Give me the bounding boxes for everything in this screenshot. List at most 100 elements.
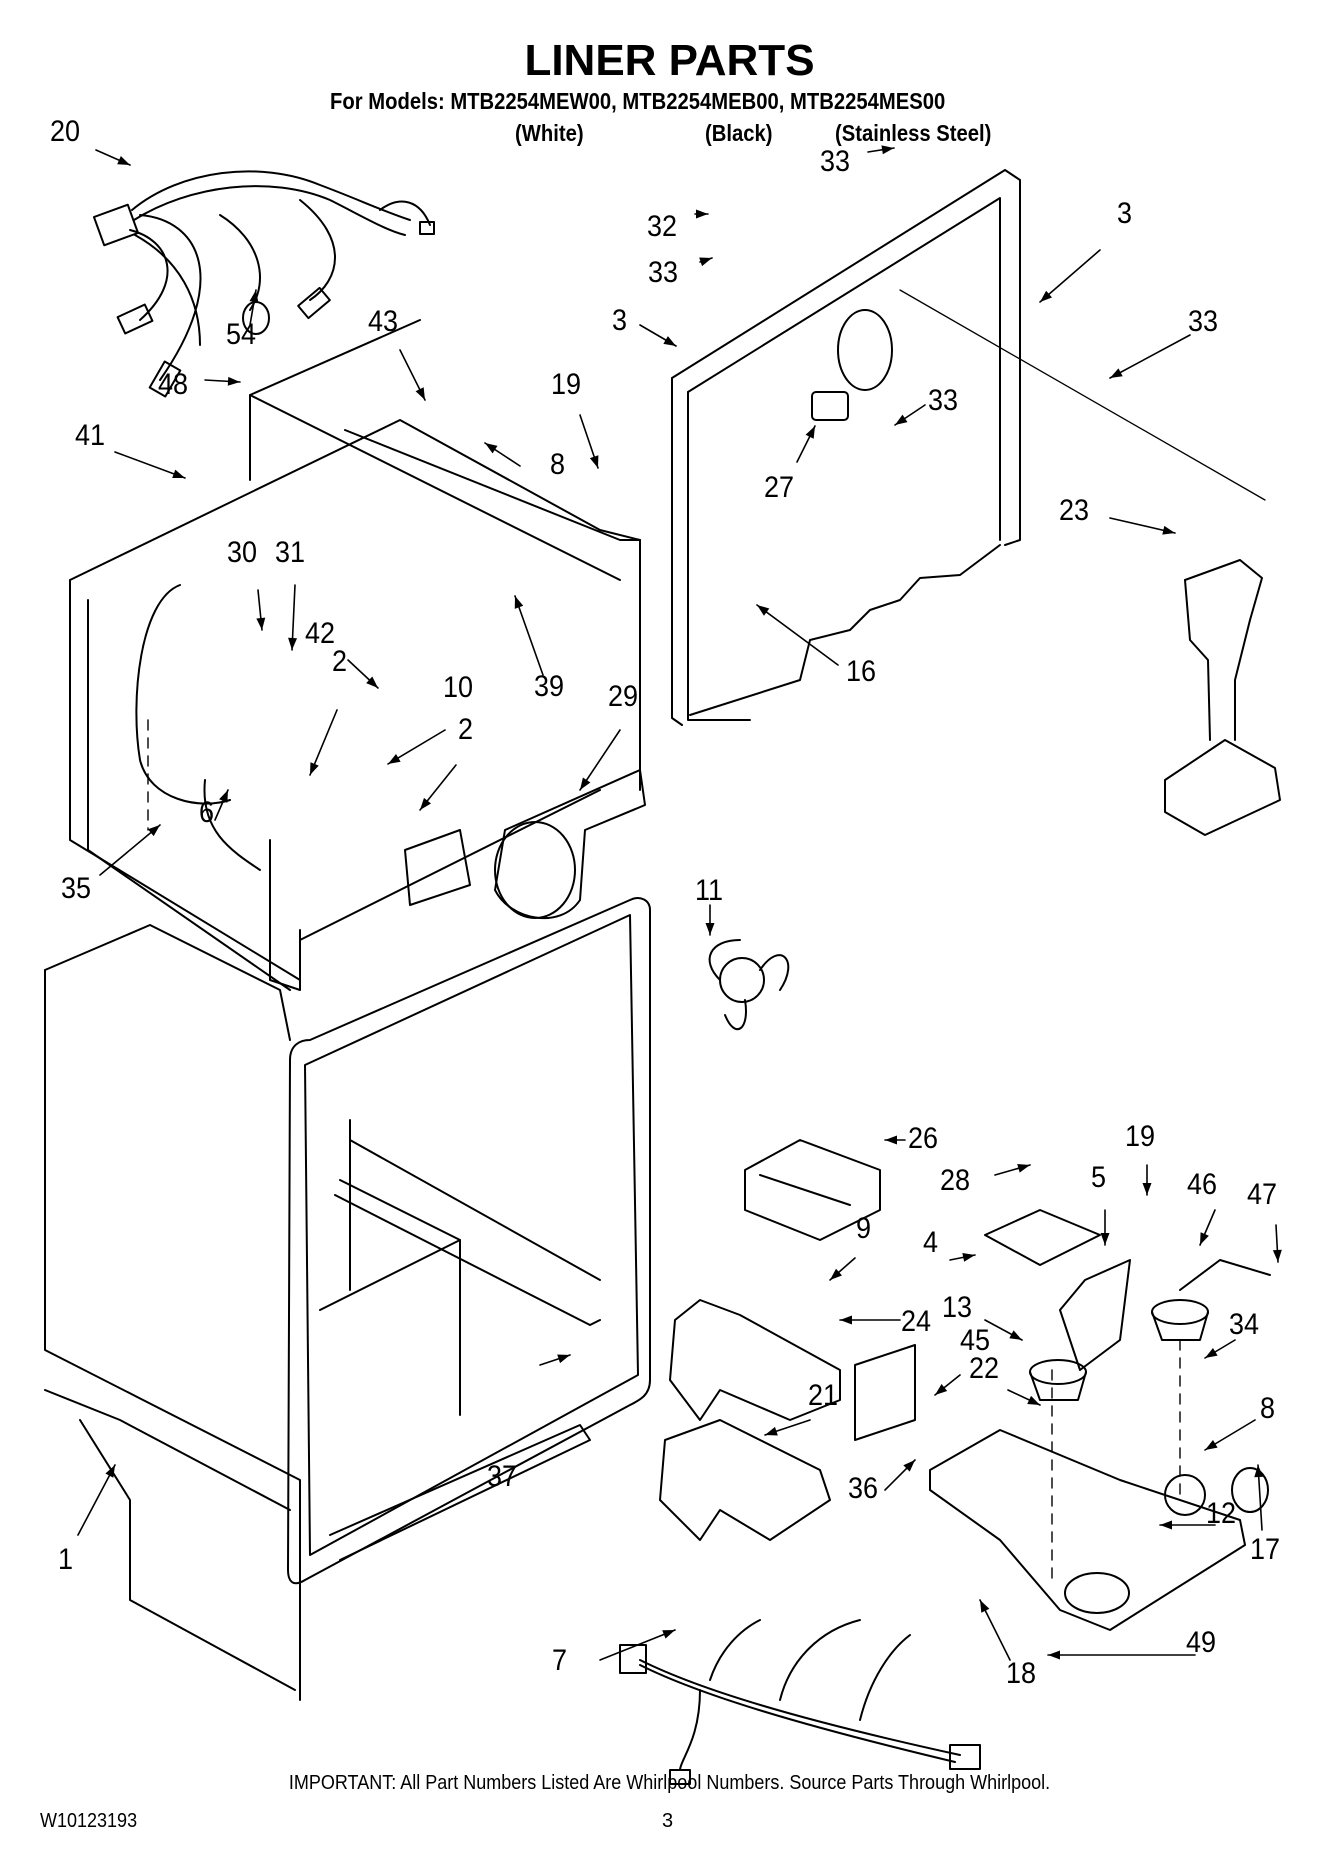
arrowhead [227, 376, 240, 386]
callout-3-left[interactable]: 3 [612, 304, 628, 337]
arrowhead [1040, 290, 1053, 302]
callout-47[interactable]: 47 [1247, 1178, 1278, 1211]
leader-line [77, 1464, 116, 1536]
callout-45[interactable]: 45 [960, 1324, 991, 1357]
page-title: LINER PARTS [524, 36, 815, 85]
arrowhead [1205, 1347, 1218, 1358]
callout-54[interactable]: 54 [226, 318, 257, 351]
arrowhead [415, 387, 425, 400]
arrowhead [147, 825, 160, 837]
callout-33-top[interactable]: 33 [820, 145, 851, 178]
cups-drawing [1029, 1299, 1209, 1401]
leader-arrows [77, 145, 1282, 1661]
callout-29[interactable]: 29 [608, 680, 639, 713]
callout-32[interactable]: 32 [647, 210, 678, 243]
callout-11[interactable]: 11 [695, 874, 724, 907]
arrowhead [840, 1315, 852, 1325]
variant-stainless: (Stainless Steel) [835, 120, 992, 146]
callout-3-right[interactable]: 3 [1117, 197, 1133, 230]
callout-41[interactable]: 41 [75, 419, 106, 452]
leader-line [99, 824, 161, 876]
document-number: W10123193 [40, 1810, 138, 1832]
control-panel-drawing [744, 1139, 881, 1241]
arrowhead [1200, 1232, 1209, 1245]
callout-2-b[interactable]: 2 [458, 713, 474, 746]
callout-10[interactable]: 10 [443, 671, 474, 704]
callout-42[interactable]: 42 [305, 617, 336, 650]
arrowhead [1100, 1233, 1110, 1245]
arrowhead [514, 596, 524, 609]
callout-27[interactable]: 27 [764, 471, 795, 504]
callout-28[interactable]: 28 [940, 1164, 971, 1197]
arrowhead [765, 1426, 778, 1436]
arrowhead [1017, 1163, 1030, 1173]
callout-43[interactable]: 43 [368, 305, 399, 338]
arrowhead [962, 1252, 975, 1262]
callout-35[interactable]: 35 [61, 872, 92, 905]
callout-46[interactable]: 46 [1187, 1168, 1218, 1201]
callout-5[interactable]: 5 [1091, 1161, 1107, 1194]
callout-8-lower[interactable]: 8 [1260, 1392, 1276, 1425]
wire-harness-lower-drawing [619, 1619, 981, 1785]
arrowhead [903, 1460, 915, 1472]
arrowhead [1160, 1520, 1172, 1530]
callout-48[interactable]: 48 [158, 368, 189, 401]
models-line: For Models: MTB2254MEW00, MTB2254MEB00, … [330, 88, 946, 114]
arrowhead [895, 414, 908, 425]
callout-9[interactable]: 9 [856, 1212, 872, 1245]
arrowhead [1254, 1465, 1264, 1478]
leader-line [1039, 249, 1101, 303]
callout-13[interactable]: 13 [942, 1291, 973, 1324]
callout-26[interactable]: 26 [908, 1122, 939, 1155]
callout-6[interactable]: 6 [199, 796, 215, 829]
callout-33-mid[interactable]: 33 [928, 384, 959, 417]
arrowhead [256, 617, 266, 630]
callout-17[interactable]: 17 [1250, 1533, 1281, 1566]
leader-line [599, 1629, 676, 1661]
callout-23[interactable]: 23 [1059, 494, 1090, 527]
wire-harness-upper-drawing [92, 170, 435, 398]
arrowhead [557, 1354, 570, 1364]
arrowhead [310, 762, 319, 775]
variant-black: (Black) [705, 120, 773, 146]
arrowhead [1027, 1395, 1040, 1405]
callout-36[interactable]: 36 [848, 1472, 879, 1505]
callout-49[interactable]: 49 [1186, 1626, 1217, 1659]
callout-8[interactable]: 8 [550, 448, 566, 481]
callout-24[interactable]: 24 [901, 1305, 932, 1338]
callout-18[interactable]: 18 [1006, 1657, 1037, 1690]
arrowhead [117, 156, 130, 165]
callout-4[interactable]: 4 [923, 1226, 939, 1259]
arrowhead [172, 469, 185, 479]
callout-16[interactable]: 16 [846, 655, 877, 688]
callout-34[interactable]: 34 [1229, 1308, 1260, 1341]
callout-33-right[interactable]: 33 [1188, 305, 1219, 338]
callout-30[interactable]: 30 [227, 536, 258, 569]
callout-19[interactable]: 19 [551, 368, 582, 401]
callout-22[interactable]: 22 [969, 1352, 1000, 1385]
callout-20[interactable]: 20 [50, 115, 81, 148]
callout-39[interactable]: 39 [534, 670, 565, 703]
arrowhead [366, 676, 378, 688]
arrowhead [249, 290, 259, 303]
callout-37[interactable]: 37 [487, 1460, 518, 1493]
callout-2-a[interactable]: 2 [332, 645, 348, 678]
callout-33-a[interactable]: 33 [648, 256, 679, 289]
arrowhead [705, 923, 715, 935]
arrowhead [485, 443, 498, 454]
callout-31[interactable]: 31 [275, 536, 306, 569]
arrowhead [1009, 1330, 1022, 1340]
fan-blade-drawing [708, 939, 790, 1030]
fan-shroud-drawing [404, 769, 646, 919]
page-number: 3 [662, 1810, 674, 1832]
callout-19-lower[interactable]: 19 [1125, 1120, 1156, 1153]
callout-12[interactable]: 12 [1206, 1497, 1237, 1530]
callout-21[interactable]: 21 [808, 1379, 839, 1412]
arrowhead [105, 1465, 115, 1478]
arrowhead [980, 1600, 990, 1613]
arrowhead [219, 790, 228, 803]
callout-1[interactable]: 1 [58, 1543, 74, 1576]
arrowhead [935, 1383, 948, 1395]
arrowhead [1142, 1183, 1152, 1195]
callout-7[interactable]: 7 [552, 1644, 568, 1677]
